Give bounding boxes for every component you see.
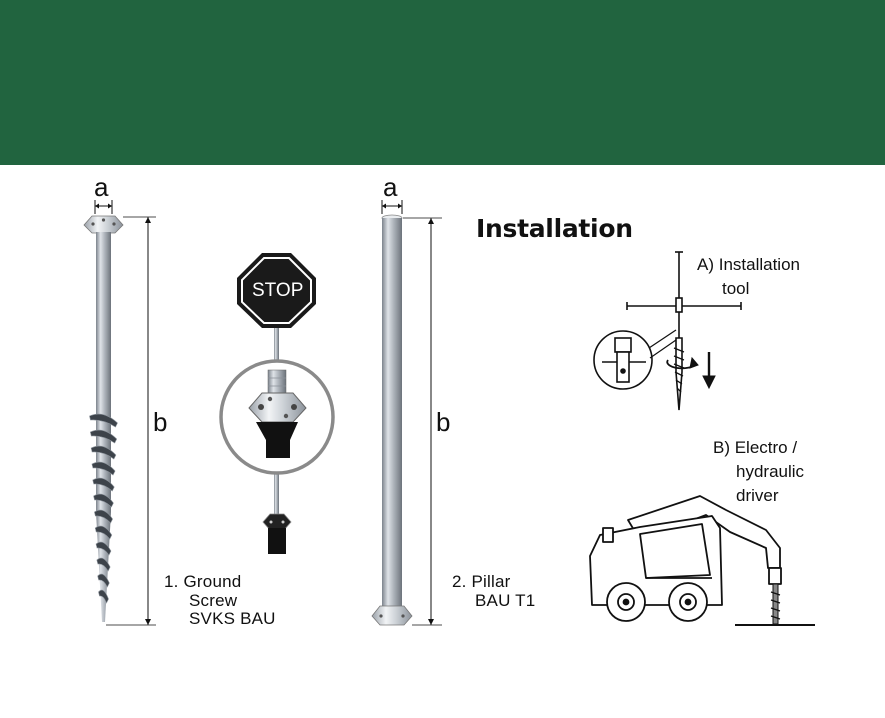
screw-thread-turn — [97, 573, 110, 588]
tool-label-line1: A) Installation — [697, 255, 800, 274]
screw-caption-line1: 1. Ground — [164, 572, 242, 591]
driver-label-line2: hydraulic — [736, 462, 805, 481]
screw-thread-turn — [91, 461, 116, 476]
pillar-dimension-a-label: a — [383, 172, 398, 202]
screw-thread-turn — [89, 413, 118, 428]
screw-thread-turn — [89, 429, 118, 444]
screw-caption-line3: SVKS BAU — [189, 609, 276, 628]
screw-thread — [89, 413, 118, 604]
ground-screw-illustration — [83, 200, 156, 626]
screw-thread-turn — [90, 445, 117, 460]
header-banner — [0, 0, 885, 165]
stop-sign-illustration — [219, 253, 335, 554]
screw-thread-turn — [96, 557, 111, 572]
hydraulic-driver-illustration — [589, 495, 815, 626]
installation-tool-illustration — [593, 251, 742, 411]
screw-thread-turn — [95, 541, 112, 556]
screw-caption-line2: Screw — [189, 591, 238, 610]
pillar-caption-line1: 2. Pillar — [452, 572, 511, 591]
pillar-dimension-b-label: b — [436, 407, 451, 437]
screw-thread-turn — [94, 525, 113, 540]
pillar-illustration — [371, 200, 442, 626]
screw-dimension-a-label: a — [94, 172, 109, 202]
screw-thread-turn — [94, 509, 113, 524]
stop-sign-text: STOP — [252, 280, 304, 301]
tool-label-line2: tool — [722, 279, 750, 298]
pillar-caption-line2: BAU T1 — [475, 591, 536, 610]
driver-label-line3: driver — [736, 486, 779, 505]
screw-thread-turn — [93, 493, 114, 508]
installation-title: Installation — [476, 214, 633, 243]
screw-thread-turn — [92, 477, 115, 492]
driver-label-line1: B) Electro / — [713, 438, 798, 457]
screw-dimension-b-label: b — [153, 407, 168, 437]
screw-thread-turn — [98, 589, 109, 604]
